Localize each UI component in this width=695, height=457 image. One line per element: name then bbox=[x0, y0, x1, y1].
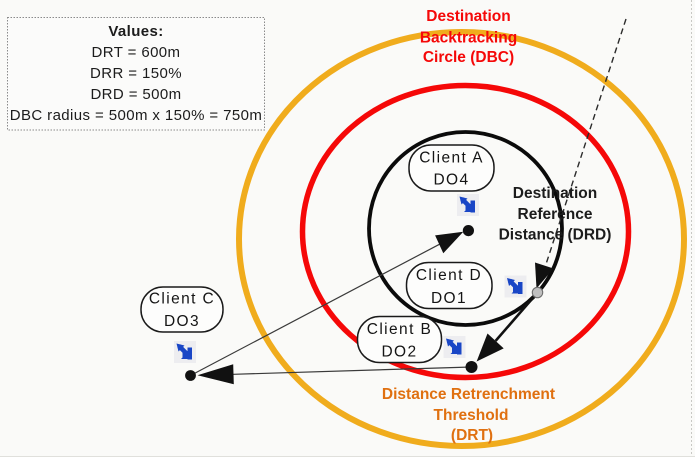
svg-text:Client B: Client B bbox=[367, 321, 432, 338]
svg-text:DO3: DO3 bbox=[164, 313, 200, 330]
svg-text:(DRT): (DRT) bbox=[451, 427, 493, 444]
svg-text:Backtracking: Backtracking bbox=[420, 30, 517, 47]
svg-text:Threshold: Threshold bbox=[434, 407, 509, 424]
svg-text:Client D: Client D bbox=[416, 267, 482, 284]
svg-text:Client C: Client C bbox=[149, 291, 215, 308]
svg-text:Client A: Client A bbox=[419, 150, 484, 167]
svg-text:DRR = 150%: DRR = 150% bbox=[90, 65, 182, 82]
svg-text:DRT = 600m: DRT = 600m bbox=[92, 44, 181, 61]
svg-text:DBC radius = 500m x 150% = 750: DBC radius = 500m x 150% = 750m bbox=[10, 107, 263, 124]
svg-text:Distance (DRD): Distance (DRD) bbox=[499, 227, 612, 244]
svg-text:DRD = 500m: DRD = 500m bbox=[90, 86, 181, 103]
svg-text:Values:: Values: bbox=[108, 23, 163, 40]
svg-text:Destination: Destination bbox=[513, 185, 597, 202]
svg-text:Circle (DBC): Circle (DBC) bbox=[423, 49, 514, 66]
svg-text:Destination: Destination bbox=[426, 8, 510, 25]
svg-text:DO4: DO4 bbox=[433, 172, 469, 189]
svg-text:Distance Retrenchment: Distance Retrenchment bbox=[382, 386, 555, 403]
svg-text:DO1: DO1 bbox=[431, 290, 467, 307]
svg-text:Reference: Reference bbox=[518, 206, 593, 223]
svg-text:DO2: DO2 bbox=[381, 344, 417, 361]
